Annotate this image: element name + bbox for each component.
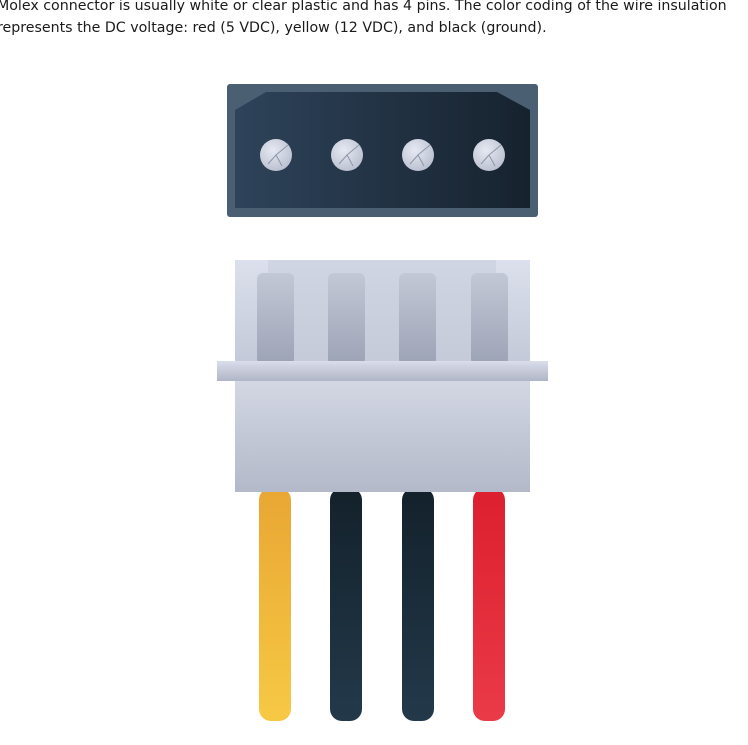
- plug-slot: [399, 273, 436, 365]
- description-line-1: Molex connector is usually white or clea…: [0, 0, 727, 14]
- plug-top-inner: [268, 260, 496, 364]
- socket-face: [235, 92, 530, 208]
- socket-pins: [260, 139, 505, 171]
- wire-black: [402, 488, 434, 721]
- plug-slots: [257, 273, 508, 365]
- wire-red: [473, 488, 505, 721]
- wire-yellow: [259, 488, 291, 721]
- socket-pin: [260, 139, 292, 171]
- socket-connector: [227, 84, 538, 217]
- description-line-2: represents the DC voltage: red (5 VDC), …: [0, 20, 547, 36]
- plug-connector: [217, 260, 548, 492]
- socket-pin: [402, 139, 434, 171]
- plug-slot: [257, 273, 294, 365]
- socket-pin: [473, 139, 505, 171]
- socket-pin: [331, 139, 363, 171]
- plug-slot: [471, 273, 508, 365]
- plug-flange: [217, 361, 548, 381]
- wires: [259, 488, 505, 721]
- description-paragraph: Molex connector is usually white or clea…: [0, 0, 748, 39]
- wire-black: [330, 488, 362, 721]
- plug-slot: [328, 273, 365, 365]
- plug-body: [235, 381, 530, 492]
